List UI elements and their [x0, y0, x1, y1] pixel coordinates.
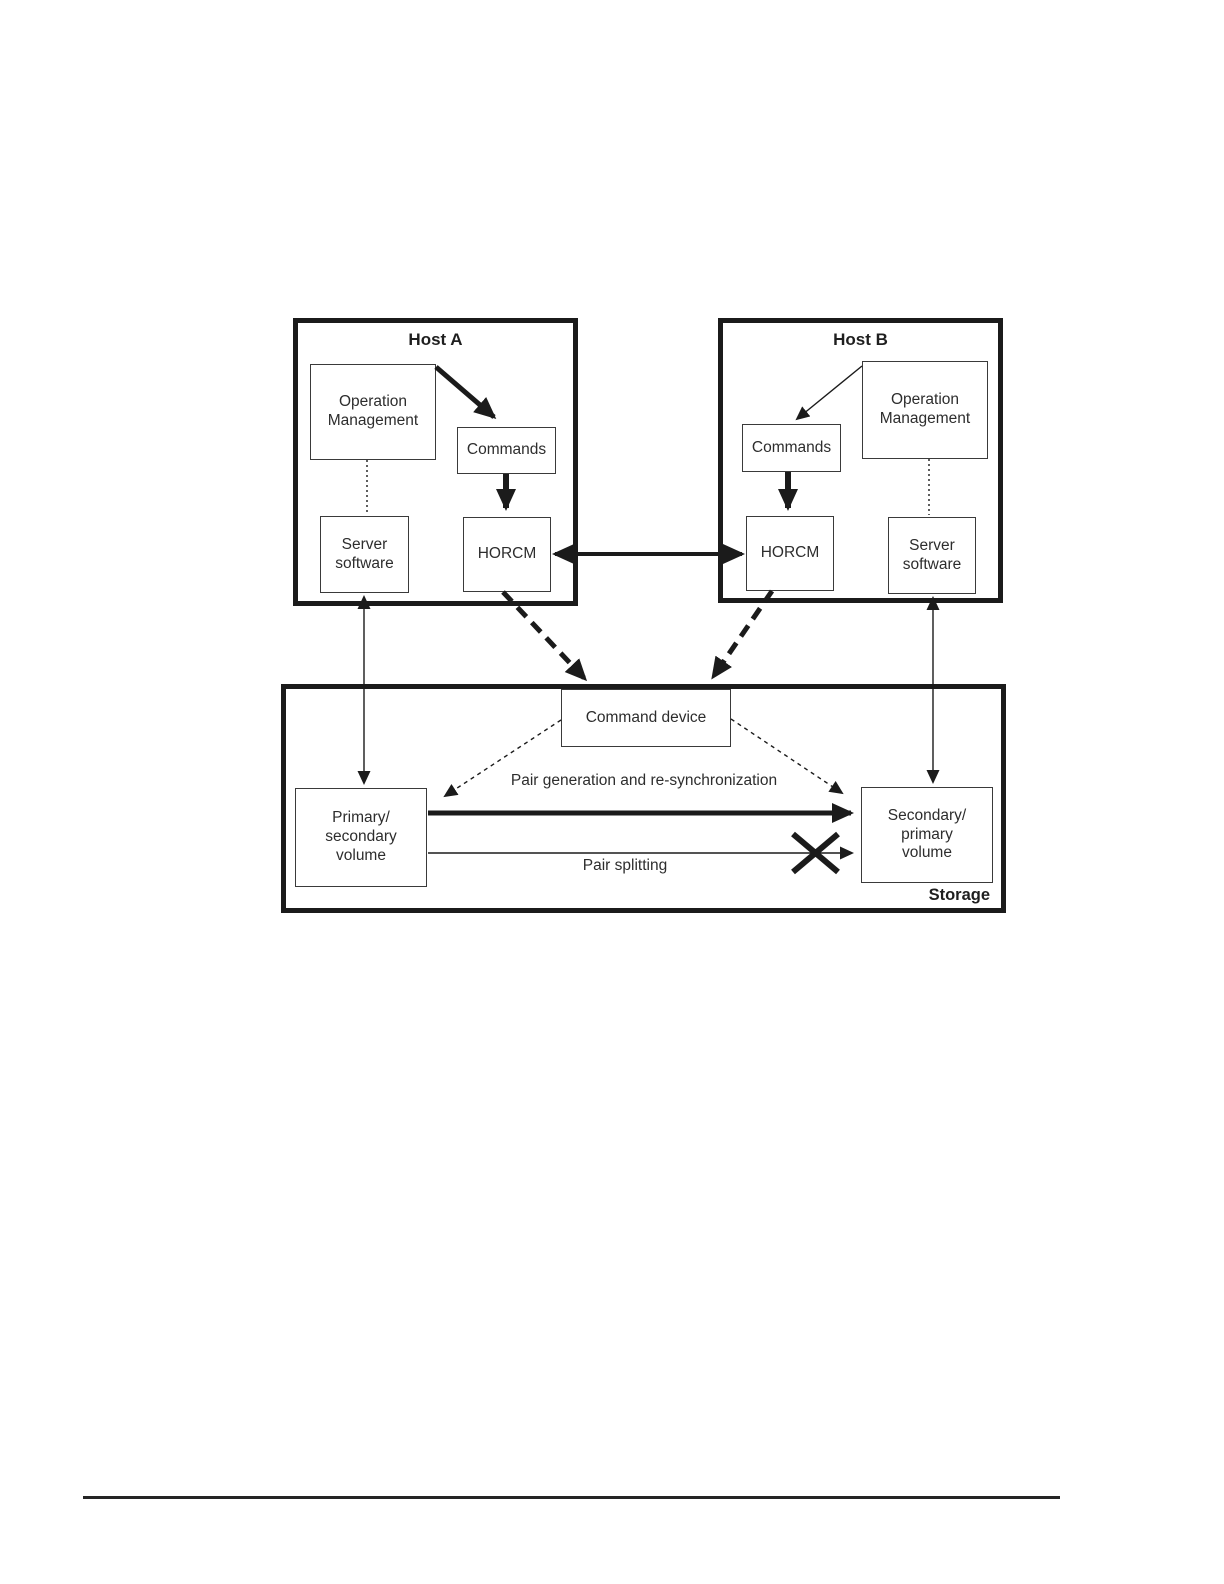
host-b-title: Host B: [833, 330, 888, 349]
host-a-box: Host A: [293, 318, 578, 606]
storage-box: Storage: [281, 684, 1006, 913]
horcm-a-label: HORCM: [477, 545, 537, 563]
command-device-box: Command device: [561, 689, 731, 747]
storage-title: Storage: [928, 886, 990, 904]
commands-a-label: Commands: [466, 441, 547, 459]
horcm-b-box: HORCM: [746, 516, 834, 591]
dashed-arrow-horcm-b-to-command-device: [710, 589, 775, 680]
server-software-a-label: Server software: [335, 535, 394, 572]
secondary-volume-box: Secondary/ primary volume: [861, 787, 993, 883]
horcm-b-label: HORCM: [760, 544, 820, 562]
commands-b-label: Commands: [751, 438, 832, 456]
operation-management-a-box: Operation Management: [310, 364, 436, 460]
operation-management-a-label: Operation Management: [327, 393, 419, 429]
pair-splitting-label: Pair splitting: [582, 857, 668, 874]
server-software-a-box: Server software: [320, 516, 409, 593]
commands-a-box: Commands: [457, 427, 556, 474]
secondary-volume-label: Secondary/ primary volume: [887, 806, 967, 862]
server-software-b-label: Server software: [902, 536, 962, 573]
host-b-box: Host B: [718, 318, 1003, 603]
primary-volume-box: Primary/ secondary volume: [295, 788, 427, 887]
horcm-a-box: HORCM: [463, 517, 551, 592]
footer-rule: [83, 1496, 1060, 1499]
server-software-b-box: Server software: [888, 517, 976, 594]
operation-management-b-label: Operation Management: [879, 391, 971, 427]
commands-b-box: Commands: [742, 424, 841, 472]
pair-generation-label: Pair generation and re-synchronization: [510, 772, 778, 789]
operation-management-b-box: Operation Management: [862, 361, 988, 459]
command-device-label: Command device: [585, 708, 707, 726]
primary-volume-label: Primary/ secondary volume: [325, 809, 397, 864]
host-a-title: Host A: [408, 330, 463, 349]
